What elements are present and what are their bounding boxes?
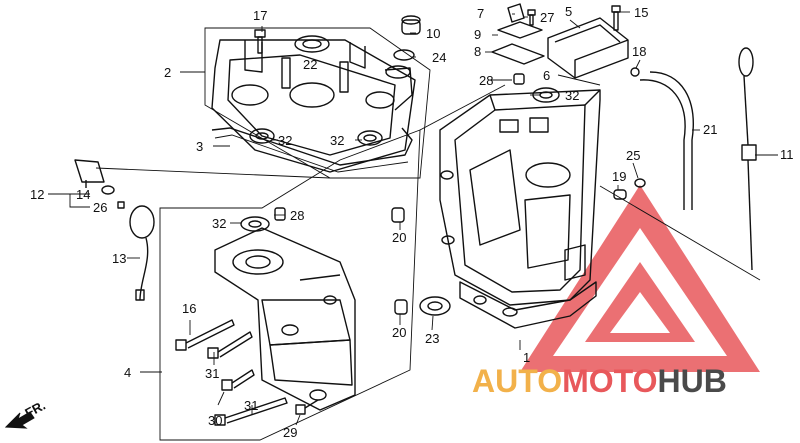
watermark-brand-hub: HUB — [657, 363, 726, 399]
breather-plate — [497, 21, 543, 39]
bolt — [207, 331, 253, 359]
callout-16: 16 — [182, 301, 196, 316]
crankcase-frame — [159, 129, 421, 441]
dowel-pin — [274, 207, 286, 221]
callout-17: 17 — [253, 8, 267, 23]
callout-22: 22 — [303, 57, 317, 72]
leader-lines — [48, 11, 778, 426]
callout-6: 6 — [543, 68, 550, 83]
callout-32a: 32 — [278, 133, 292, 148]
callout-3: 3 — [196, 139, 203, 154]
watermark-brand-auto: AUTO — [472, 363, 562, 399]
callout-29: 29 — [283, 425, 297, 440]
callout-23: 23 — [425, 331, 439, 346]
bearing — [240, 216, 270, 232]
callout-24: 24 — [432, 50, 446, 65]
callout-31a: 31 — [205, 366, 219, 381]
washer — [101, 185, 115, 195]
watermark-brand-moto: MOTO — [562, 363, 657, 399]
cylinder-head-cover — [211, 39, 416, 173]
oil-sensor-float — [129, 205, 155, 301]
callout-15: 15 — [634, 5, 648, 20]
head-cover-frame — [204, 27, 431, 179]
callout-26: 26 — [93, 200, 107, 215]
callout-19: 19 — [612, 169, 626, 184]
callout-7: 7 — [477, 6, 484, 21]
callout-11: 11 — [780, 147, 794, 162]
bolt — [214, 397, 288, 426]
screw — [527, 9, 536, 26]
head-cover-gasket — [211, 127, 413, 166]
callout-31b: 31 — [244, 398, 258, 413]
filler-cap — [401, 15, 421, 35]
callout-21: 21 — [703, 122, 717, 137]
callout-32c: 32 — [565, 88, 579, 103]
washer — [634, 178, 646, 188]
callout-20a: 20 — [392, 230, 406, 245]
oil-level-switch — [74, 159, 105, 188]
front-arrow-icon — [4, 411, 35, 429]
callout-14: 14 — [76, 187, 90, 202]
callout-10: 10 — [426, 26, 440, 41]
watermark-logo: AUTOMOTOHUB — [472, 185, 760, 399]
callout-27: 27 — [540, 10, 554, 25]
breather-seal — [491, 43, 545, 65]
cylinder-block — [439, 89, 601, 306]
dowel-pin — [394, 299, 408, 315]
o-ring — [393, 49, 415, 61]
callout-18: 18 — [632, 44, 646, 59]
callout-4: 4 — [124, 365, 131, 380]
engine-parts-drawing — [74, 3, 761, 441]
callout-32d: 32 — [212, 216, 226, 231]
callout-1: 1 — [523, 350, 530, 365]
breather-cover — [547, 17, 629, 79]
breather-element — [507, 3, 525, 23]
oil-seal — [419, 296, 451, 316]
callout-13: 13 — [112, 251, 126, 266]
bolt — [254, 29, 266, 54]
callout-20b: 20 — [392, 325, 406, 340]
callout-30: 30 — [208, 413, 222, 428]
oil-seal — [294, 35, 330, 53]
callout-9: 9 — [474, 27, 481, 42]
bearing — [249, 128, 275, 144]
dowel-pin — [391, 207, 405, 223]
bolt — [175, 319, 235, 351]
watermark-triangle — [520, 185, 760, 372]
dowel-pin — [513, 73, 525, 85]
bearing — [357, 130, 383, 146]
front-direction-indicator: FR. — [4, 398, 48, 429]
dipstick — [738, 47, 757, 271]
callout-labels: 1 2 3 4 5 6 7 8 9 10 11 12 13 14 15 16 1… — [30, 4, 794, 440]
bolt — [611, 5, 621, 31]
callout-12: 12 — [30, 187, 44, 202]
callout-28b: 28 — [290, 208, 304, 223]
callout-32b: 32 — [330, 133, 344, 148]
callout-28a: 28 — [479, 73, 493, 88]
callout-25: 25 — [626, 148, 640, 163]
bolt — [221, 369, 255, 391]
crankcase-cover — [214, 227, 356, 411]
screw — [117, 201, 125, 209]
breather-tube — [639, 71, 694, 210]
tube-clip — [630, 67, 640, 77]
callout-5: 5 — [565, 4, 572, 19]
callout-2: 2 — [164, 65, 171, 80]
svg-text:AUTOMOTOHUB: AUTOMOTOHUB — [472, 363, 727, 399]
cylinder-block-gasket — [459, 281, 597, 329]
bolt — [295, 399, 319, 415]
callout-8: 8 — [474, 44, 481, 59]
